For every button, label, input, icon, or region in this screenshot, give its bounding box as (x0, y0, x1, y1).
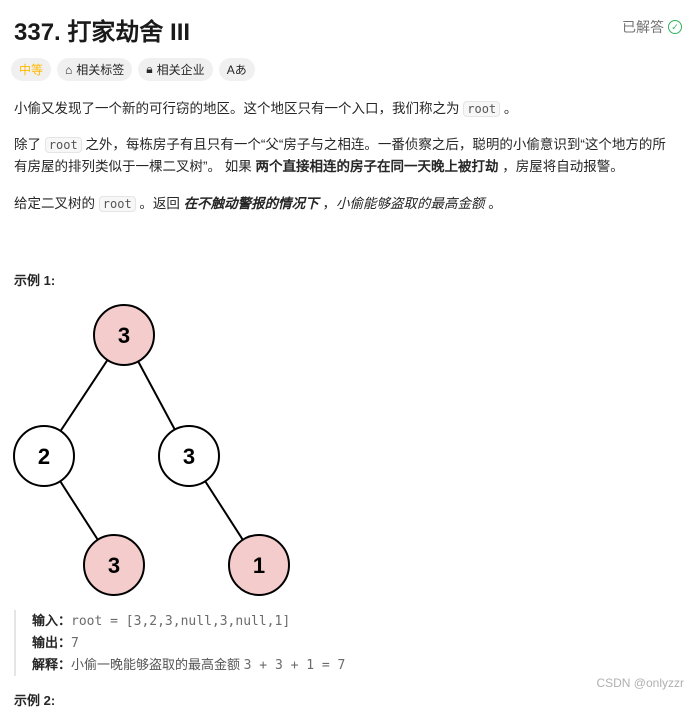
companies-label: 相关企业 (156, 63, 205, 77)
text: 除了 (14, 137, 45, 152)
text: 。返回 (135, 196, 184, 211)
code-root: root (98, 196, 136, 212)
explain-text: 小偷一晚能够盗取的最高金额 (71, 657, 244, 672)
tree-node-label: 3 (108, 553, 120, 578)
output-value: 7 (71, 636, 79, 651)
example-1-label: 示例 1: (14, 273, 56, 288)
tree-node (83, 534, 145, 596)
text: 之外，每栋房子有且只有一个“父“房子与之相连。一番侦察之后，聪明的小偷意识到“这… (14, 137, 666, 174)
difficulty-badge[interactable]: 中等 (11, 58, 52, 81)
tree-node-label: 3 (118, 323, 130, 348)
text: 。 (484, 196, 502, 211)
bold-text: 两个直接相连的房子在同一天晚上被打劫 (255, 159, 499, 174)
explain-label: 解释： (32, 657, 72, 672)
example-2-label: 示例 2: (14, 693, 56, 708)
tree-node (93, 304, 155, 366)
translate-button[interactable]: Aあ (218, 58, 255, 81)
text: 小偷又发现了一个新的可行窃的地区。这个地区只有一个入口，我们称之为 (14, 101, 464, 116)
tree-node-label: 2 (38, 444, 50, 469)
topics-label: 相关标签 (76, 63, 125, 77)
explain-math: 3 + 3 + 1 = 7 (243, 658, 346, 673)
italic-text: 小偷能够盗取的最高金额 (335, 196, 485, 211)
text: 给定二叉树的 (14, 196, 99, 211)
text: 。 (500, 101, 518, 116)
check-circle-icon: ✓ (668, 20, 682, 34)
desc-paragraph-2: 除了 root 之外，每栋房子有且只有一个“父“房子与之相连。一番侦察之后，聪明… (14, 134, 679, 178)
topics-tag-button[interactable]: ⌂相关标签 (57, 58, 133, 81)
tree-node (228, 534, 290, 596)
text: ，房屋将自动报警。 (498, 159, 624, 174)
companies-tag-button[interactable]: 🔒︎相关企业 (138, 58, 213, 81)
example-1-block: 输入：root = [3,2,3,null,3,null,1] 输出：7 解释：… (14, 610, 345, 676)
bold-italic-text: 在不触动警报的情况下 (183, 196, 319, 211)
tag-icon: ⌂ (65, 62, 73, 77)
tree-node-label: 3 (183, 444, 195, 469)
tag-bar: 中等 ⌂相关标签 🔒︎相关企业 Aあ (11, 58, 255, 81)
input-label: 输入： (32, 613, 72, 628)
watermark: CSDN @onlyzzr (596, 676, 684, 690)
desc-paragraph-1: 小偷又发现了一个新的可行窃的地区。这个地区只有一个入口，我们称之为 root 。 (14, 98, 679, 120)
tree-node-label: 1 (253, 553, 265, 578)
solved-label: 已解答 (622, 19, 664, 35)
tree-node (158, 425, 220, 487)
text: ， (318, 196, 336, 211)
output-label: 输出： (32, 635, 72, 650)
lock-icon: 🔒︎ (146, 62, 153, 76)
tree-diagram: 3 2 3 3 1 (13, 304, 290, 596)
code-root: root (44, 137, 82, 153)
translate-icon: Aあ (226, 63, 247, 77)
code-root: root (463, 101, 501, 117)
problem-title: 337. 打家劫舍 III (14, 19, 191, 46)
solved-status: 已解答 ✓ (622, 17, 682, 37)
input-value: root = [3,2,3,null,3,null,1] (71, 614, 291, 629)
desc-paragraph-3: 给定二叉树的 root 。返回 在不触动警报的情况下 ，小偷能够盗取的最高金额 … (14, 193, 679, 215)
tree-node (13, 425, 75, 487)
